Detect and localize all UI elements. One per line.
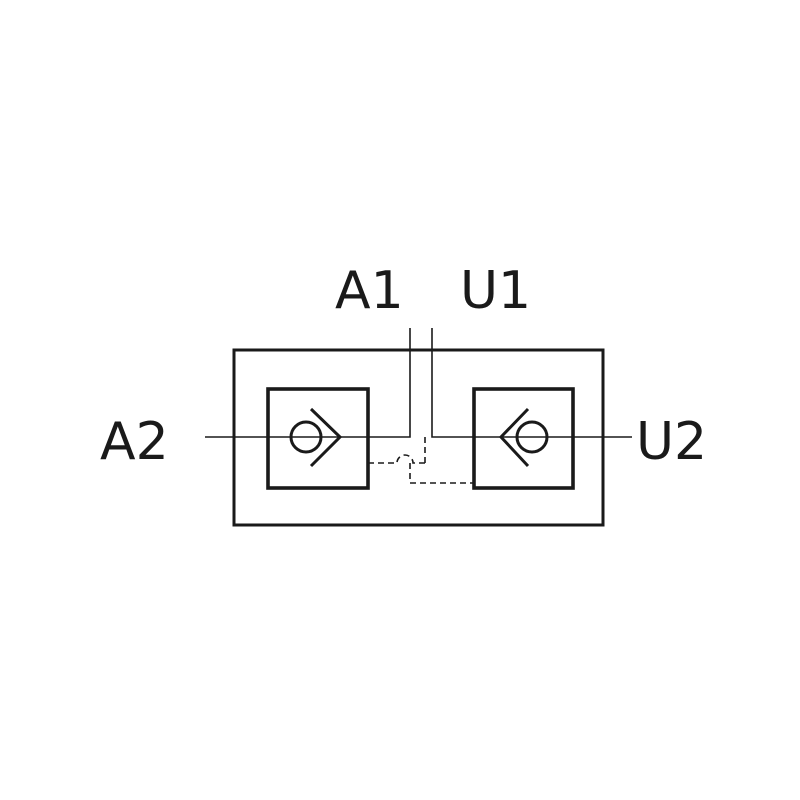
flow-line-a2-a1 xyxy=(205,328,411,438)
flow-line-u1-u2 xyxy=(431,328,632,438)
port-label-u2: U2 xyxy=(636,412,707,472)
pilot-line-right xyxy=(409,463,474,484)
port-label-a1: A1 xyxy=(335,261,404,321)
port-label-u1: U1 xyxy=(460,261,531,321)
check-valve-left-box xyxy=(266,387,370,490)
check-valve-right-box xyxy=(472,387,575,490)
port-label-a2: A2 xyxy=(100,412,169,472)
pilot-line-left xyxy=(368,454,425,464)
